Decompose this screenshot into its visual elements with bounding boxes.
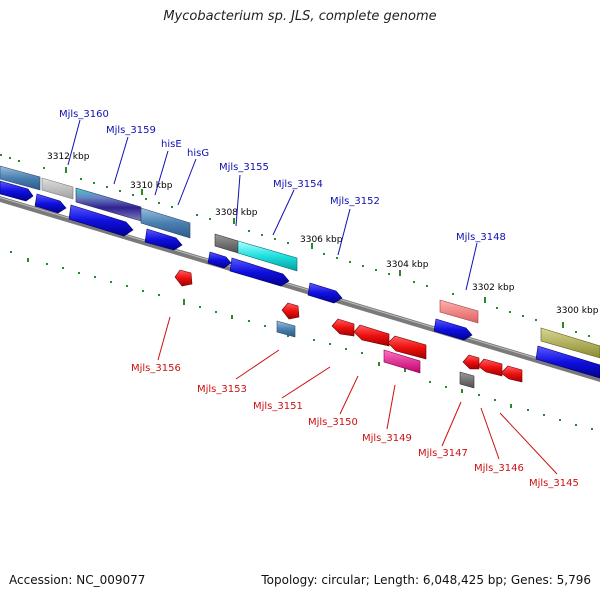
feature-block[interactable]	[214, 233, 239, 254]
gene-label[interactable]: Mjls_3152	[330, 196, 380, 207]
feature-block[interactable]	[276, 320, 296, 338]
map-title: Mycobacterium sp. JLS, complete genome	[163, 9, 437, 24]
genome-summary: Topology: circular; Length: 6,048,425 bp…	[261, 573, 591, 587]
gene-label[interactable]: Mjls_3146	[474, 463, 524, 474]
kbp-label: 3304 kbp	[386, 260, 429, 270]
gene-label[interactable]: Mjls_3150	[308, 417, 358, 428]
reverse-strand-genes	[174, 269, 523, 383]
feature-block[interactable]	[41, 177, 74, 200]
forward-gene-arrow[interactable]	[144, 228, 183, 251]
feature-block[interactable]	[383, 349, 421, 374]
forward-gene-arrow[interactable]	[68, 204, 134, 237]
feature-block[interactable]	[237, 240, 298, 272]
bottom-gene-labels: Mjls_3156 Mjls_3153 Mjls_3151 Mjls_3150 …	[131, 363, 579, 489]
gene-label[interactable]: Mjls_3147	[418, 448, 468, 459]
accession-label: Accession: NC_009077	[9, 573, 146, 587]
forward-gene-arrow[interactable]	[433, 318, 473, 341]
reverse-gene-arrow[interactable]	[477, 358, 503, 377]
kbp-label: 3310 kbp	[130, 181, 173, 191]
feature-block[interactable]	[0, 165, 41, 191]
kbp-label: 3300 kbp	[556, 306, 599, 316]
gene-label[interactable]: Mjls_3153	[197, 384, 247, 395]
feature-block[interactable]	[459, 371, 475, 389]
upper-tick-track	[0, 154, 590, 337]
kbp-label: 3312 kbp	[47, 152, 90, 162]
forward-gene-arrow[interactable]	[207, 251, 232, 269]
forward-gene-arrow[interactable]	[229, 257, 290, 287]
forward-strand-genes	[0, 180, 600, 379]
gene-label[interactable]: hisE	[161, 139, 182, 150]
forward-gene-arrow[interactable]	[34, 193, 67, 214]
gene-label[interactable]: Mjls_3156	[131, 363, 181, 374]
gene-label[interactable]: Mjls_3145	[529, 478, 579, 489]
gene-label[interactable]: Mjls_3151	[253, 401, 303, 412]
top-gene-labels: Mjls_3160 Mjls_3159 hisE hisG Mjls_3155 …	[59, 109, 506, 243]
feature-block[interactable]	[140, 207, 191, 239]
reverse-gene-arrow[interactable]	[500, 365, 523, 383]
kbp-labels: 3312 kbp 3310 kbp 3308 kbp 3306 kbp 3304…	[47, 152, 599, 316]
feature-block[interactable]	[439, 299, 479, 324]
reverse-gene-arrow[interactable]	[331, 318, 355, 337]
gene-label[interactable]: Mjls_3148	[456, 232, 506, 243]
gene-label[interactable]: hisG	[187, 148, 209, 159]
gene-label[interactable]: Mjls_3159	[106, 125, 156, 136]
gene-label[interactable]: Mjls_3160	[59, 109, 109, 120]
reverse-gene-arrow[interactable]	[281, 302, 300, 320]
kbp-label: 3302 kbp	[472, 283, 515, 293]
gene-label[interactable]: Mjls_3149	[362, 433, 412, 444]
forward-gene-arrow[interactable]	[307, 282, 343, 304]
forward-gene-arrow[interactable]	[0, 180, 34, 202]
kbp-label: 3306 kbp	[300, 235, 343, 245]
feature-block[interactable]	[540, 327, 600, 359]
reverse-gene-arrow[interactable]	[353, 324, 390, 347]
reverse-gene-arrow[interactable]	[174, 269, 193, 287]
forward-gene-arrow[interactable]	[535, 345, 600, 379]
kbp-label: 3308 kbp	[215, 208, 258, 218]
lower-tick-track	[10, 251, 593, 430]
gene-label[interactable]: Mjls_3155	[219, 162, 269, 173]
top-callout-lines	[67, 119, 478, 291]
feature-row-bottom	[276, 320, 475, 389]
gene-label[interactable]: Mjls_3154	[273, 179, 323, 190]
bottom-callout-lines	[157, 316, 558, 475]
reverse-gene-arrow[interactable]	[462, 354, 480, 370]
feature-row-top	[0, 165, 600, 359]
reverse-gene-arrow[interactable]	[387, 335, 427, 360]
